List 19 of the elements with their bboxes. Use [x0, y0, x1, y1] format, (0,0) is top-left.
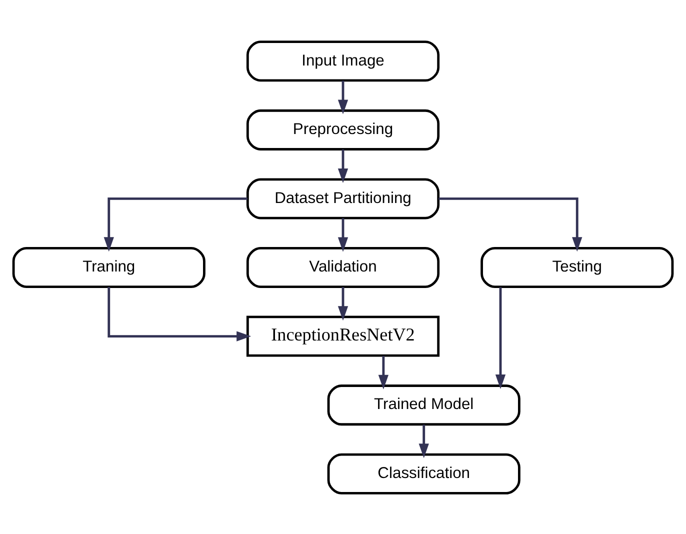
arrow [418, 424, 429, 458]
node-box: Traning [12, 246, 206, 288]
arrow [104, 197, 248, 252]
arrow [338, 148, 348, 183]
node-box: InceptionResNetV2 [246, 315, 440, 356]
node-box: Trained Model [327, 384, 520, 426]
node-box: Dataset Partitioning [246, 178, 440, 219]
node-box: Input Image [246, 40, 440, 82]
arrow [495, 286, 506, 389]
node-box: Preprocessing [246, 108, 440, 150]
arrow [438, 197, 582, 252]
node-box: Validation [246, 246, 440, 288]
node-box: Testing [480, 246, 674, 288]
arrow [338, 286, 348, 320]
arrow [378, 355, 388, 389]
arrow [338, 218, 348, 252]
arrow [338, 80, 348, 114]
arrow [108, 286, 252, 341]
node-box: Classification [327, 452, 520, 494]
